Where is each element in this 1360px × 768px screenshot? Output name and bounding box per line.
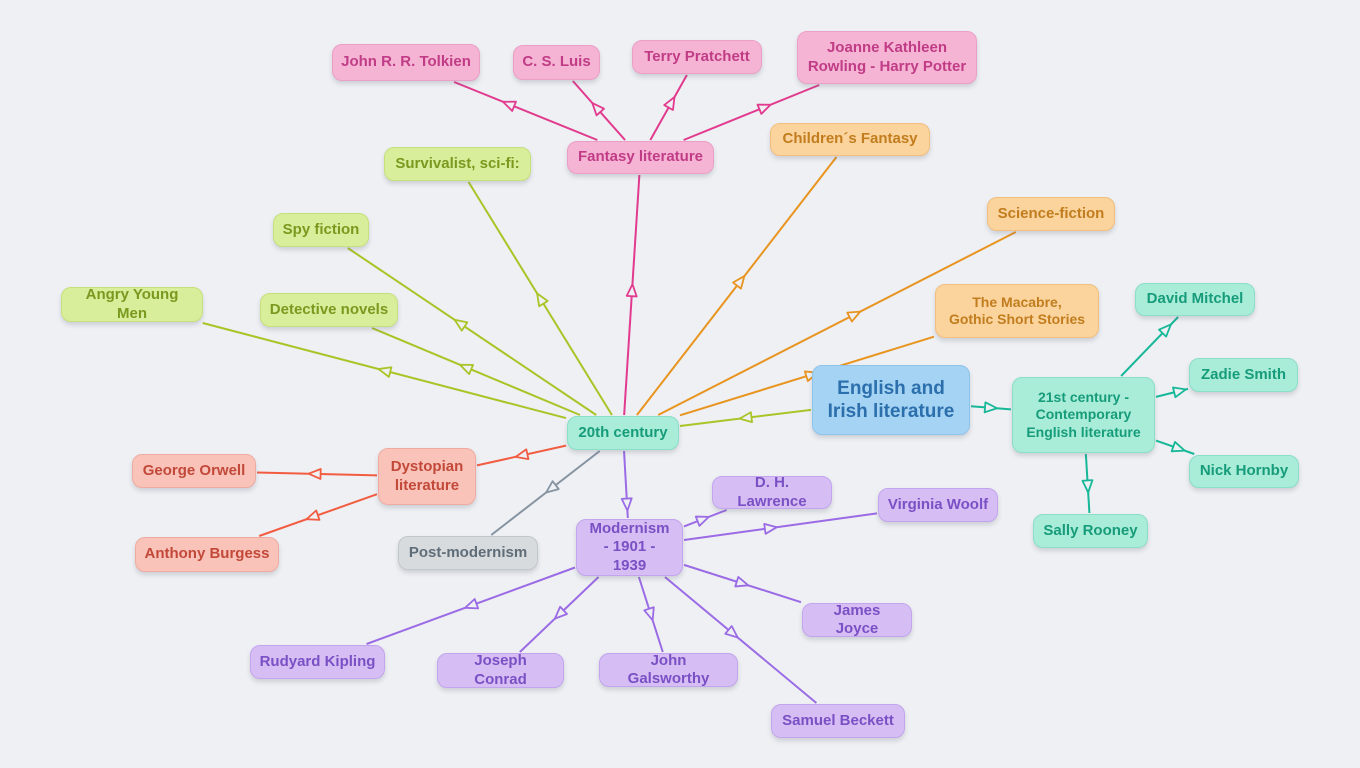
node-dystopian[interactable]: Dystopian literature	[378, 448, 476, 505]
arrowhead-icon	[846, 310, 862, 323]
edge-modernism-to-samuel-beckett	[664, 576, 818, 704]
edge-modernism-to-virginia-woolf	[683, 512, 878, 541]
arrowhead-icon	[464, 598, 480, 610]
arrowhead-icon	[553, 605, 568, 620]
edge-c20-to-science-fiction	[657, 231, 1017, 416]
node-nick-hornby[interactable]: Nick Hornby	[1189, 455, 1299, 488]
node-george-orwell[interactable]: George Orwell	[132, 454, 256, 488]
edge-fantasy-literature-to-tolkien	[453, 81, 598, 141]
node-zadie-smith[interactable]: Zadie Smith	[1189, 358, 1298, 392]
arrowhead-icon	[536, 292, 549, 308]
node-post-modernism[interactable]: Post-modernism	[398, 536, 538, 570]
edge-c20-to-detective-novels	[371, 327, 581, 416]
node-tolkien[interactable]: John R. R. Tolkien	[332, 44, 480, 81]
node-angry-young-men[interactable]: Angry Young Men	[61, 286, 203, 322]
arrowhead-icon	[1081, 479, 1094, 494]
arrowhead-icon	[643, 606, 655, 622]
node-fantasy-literature[interactable]: Fantasy literature	[567, 141, 714, 174]
arrowhead-icon	[305, 509, 321, 521]
node-terry-pratchett[interactable]: Terry Pratchett	[632, 40, 762, 74]
node-david-mitchel[interactable]: David Mitchel	[1135, 283, 1255, 316]
arrowhead-icon	[1158, 323, 1172, 338]
node-dh-lawrence[interactable]: D. H. Lawrence	[712, 474, 832, 510]
node-macabre-gothic[interactable]: The Macabre, Gothic Short Stories	[935, 284, 1099, 338]
arrowhead-icon	[377, 366, 393, 378]
arrowhead-icon	[732, 275, 746, 290]
arrowhead-icon	[763, 522, 778, 535]
arrowhead-icon	[307, 468, 322, 480]
arrowhead-icon	[694, 515, 710, 527]
node-spy-fiction[interactable]: Spy fiction	[273, 213, 369, 247]
arrowhead-icon	[738, 411, 753, 424]
node-childrens-fantasy[interactable]: Children´s Fantasy	[770, 123, 930, 156]
node-english-irish[interactable]: English and Irish literature	[812, 365, 970, 435]
arrowhead-icon	[724, 625, 739, 639]
node-virginia-woolf[interactable]: Virginia Woolf	[878, 488, 998, 522]
node-sally-rooney[interactable]: Sally Rooney	[1033, 514, 1148, 548]
node-rowling[interactable]: Joanne Kathleen Rowling - Harry Potter	[797, 31, 977, 84]
node-modernism[interactable]: Modernism - 1901 - 1939	[576, 519, 683, 576]
arrowhead-icon	[514, 448, 530, 461]
arrowhead-icon	[1170, 441, 1186, 453]
node-john-galsworthy[interactable]: John Galsworthy	[599, 652, 738, 687]
arrowhead-icon	[591, 102, 605, 117]
node-cs-luis[interactable]: C. S. Luis	[513, 45, 600, 80]
node-james-joyce[interactable]: James Joyce	[802, 602, 912, 637]
node-science-fiction[interactable]: Science-fiction	[987, 197, 1115, 231]
arrowhead-icon	[1172, 386, 1187, 399]
node-rudyard-kipling[interactable]: Rudyard Kipling	[250, 645, 385, 679]
arrowhead-icon	[734, 576, 750, 588]
edge-c20-to-spy-fiction	[347, 247, 597, 416]
arrowhead-icon	[625, 283, 638, 298]
node-detective-novels[interactable]: Detective novels	[260, 293, 398, 327]
arrowhead-icon	[983, 401, 998, 414]
node-joseph-conrad[interactable]: Joseph Conrad	[437, 652, 564, 688]
arrowhead-icon	[663, 96, 676, 111]
node-anthony-burgess[interactable]: Anthony Burgess	[135, 537, 279, 572]
arrowhead-icon	[545, 480, 560, 494]
arrowhead-icon	[620, 497, 633, 512]
node-c21[interactable]: 21st century - Contemporary English lite…	[1012, 377, 1155, 453]
node-c20[interactable]: 20th century	[567, 416, 679, 450]
arrowhead-icon	[756, 103, 772, 115]
node-survivalist-scifi[interactable]: Survivalist, sci-fi:	[384, 147, 531, 181]
node-samuel-beckett[interactable]: Samuel Beckett	[771, 704, 905, 738]
arrowhead-icon	[459, 363, 474, 375]
edge-fantasy-literature-to-rowling	[683, 84, 820, 141]
arrowhead-icon	[502, 100, 517, 112]
arrowhead-icon	[453, 318, 469, 332]
